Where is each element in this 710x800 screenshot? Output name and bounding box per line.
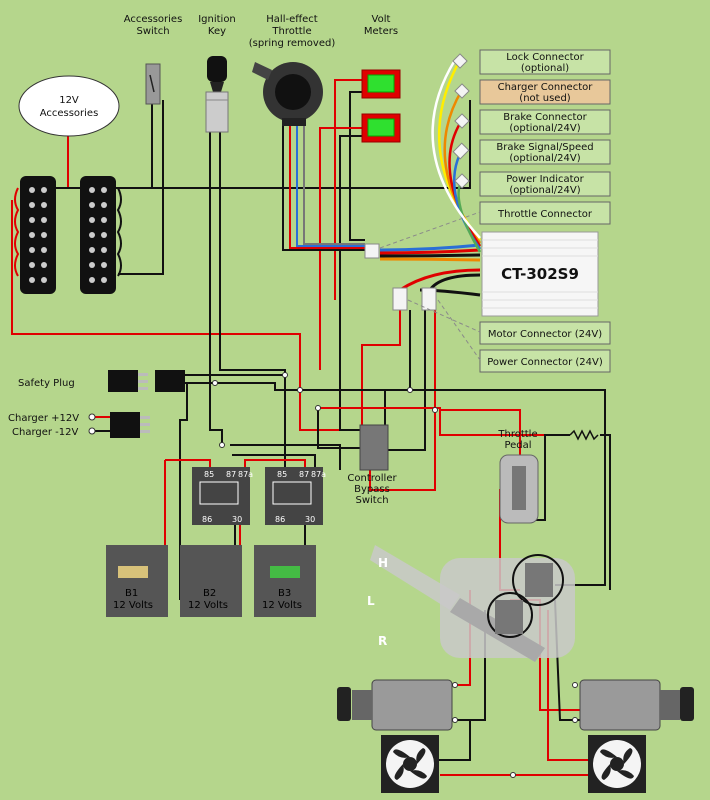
accessories-switch-label-1: Accessories [124, 14, 183, 25]
top-labels: Accessories Switch Ignition Key Hall-eff… [124, 14, 398, 49]
relay-1-pin-87: 87 [226, 470, 236, 479]
leader-lines [379, 211, 481, 361]
ignition-key-label-1: Ignition [198, 14, 236, 25]
charger-pos-label: Charger +12V [8, 413, 79, 424]
safety-plug: Safety Plug [18, 370, 185, 392]
ignition-key-label-2: Key [208, 26, 226, 37]
motor-connector-label: Motor Connector (24V) [488, 329, 602, 340]
throttle-label-1: Hall-effect [266, 14, 318, 25]
terminal-blocks [14, 176, 122, 294]
throttle-pedal-label-1: Throttle [497, 429, 537, 440]
hall-throttle [252, 62, 323, 126]
lock-connector-label-2: (optional) [521, 63, 569, 74]
volt-meters [361, 69, 401, 143]
brake-signal-label-2: (optional/24V) [509, 153, 580, 164]
junction-dots [212, 372, 578, 778]
gear-letter-r: R [378, 634, 387, 648]
throttle-pedal: Throttle Pedal [497, 429, 599, 524]
relay-2-pin-87a: 87a [311, 470, 326, 479]
battery-1-name: B1 [125, 588, 138, 599]
bypass-label-1: Controller [347, 473, 397, 484]
brake-connector-label-1: Brake Connector [503, 112, 587, 123]
charger-connector-label-1: Charger Connector [498, 82, 594, 93]
relay-2-pin-87: 87 [299, 470, 309, 479]
accessories-switch [145, 63, 161, 105]
brake-connector-label-2: (optional/24V) [509, 123, 580, 134]
bypass-label-2: Bypass [354, 484, 390, 495]
lock-connector-label-1: Lock Connector [506, 52, 584, 63]
bypass-label-3: Switch [355, 495, 388, 506]
battery-2-volts: 12 Volts [188, 600, 228, 611]
safety-plug-label: Safety Plug [18, 378, 75, 389]
controller-model: CT-302S9 [501, 265, 579, 283]
gear-shifter: H L R [367, 545, 575, 662]
relay-2: 85 87 87a 86 30 [265, 467, 326, 525]
power-connector-label: Power Connector (24V) [487, 357, 603, 368]
ignition-key [205, 56, 229, 133]
accessories-12v-label-2: Accessories [40, 108, 99, 119]
throttle-label-3: (spring removed) [249, 38, 336, 49]
fans [381, 735, 646, 793]
throttle-pedal-label-2: Pedal [504, 440, 531, 451]
accessories-switch-label-2: Switch [136, 26, 169, 37]
charger-connector-label-2: (not used) [519, 93, 571, 104]
brake-signal-label-1: Brake Signal/Speed [496, 142, 593, 153]
batteries: B1 12 Volts B2 12 Volts B3 12 Volts [106, 545, 316, 617]
power-indicator-label-1: Power Indicator [506, 174, 584, 185]
gear-letter-h: H [378, 556, 388, 570]
battery-1-volts: 12 Volts [113, 600, 153, 611]
relay-2-pin-85: 85 [277, 470, 287, 479]
gear-letter-l: L [367, 594, 375, 608]
volt-meters-label-2: Meters [364, 26, 398, 37]
bypass-switch: Controller Bypass Switch [347, 424, 397, 506]
throttle-label-2: Throttle [271, 26, 311, 37]
power-indicator-label-2: (optional/24V) [509, 185, 580, 196]
battery-3-name: B3 [278, 588, 291, 599]
battery-3-volts: 12 Volts [262, 600, 302, 611]
connector-labels: Lock Connector (optional) Charger Connec… [479, 49, 611, 373]
controller: CT-302S9 [481, 231, 599, 317]
charger-plug: Charger +12V Charger -12V [8, 412, 150, 438]
throttle-connector-label: Throttle Connector [497, 209, 593, 220]
volt-meters-label-1: Volt [372, 14, 391, 25]
charger-neg-label: Charger -12V [12, 427, 79, 438]
relay-1-pin-30: 30 [232, 515, 242, 524]
relay-1: 85 87 87a 86 30 [192, 467, 253, 525]
relay-2-pin-86: 86 [275, 515, 285, 524]
relay-1-pin-87a: 87a [238, 470, 253, 479]
battery-2-name: B2 [203, 588, 216, 599]
accessories-12v-label-1: 12V [59, 95, 79, 106]
motors [337, 679, 694, 731]
accessories-12v: 12V Accessories [18, 75, 120, 137]
connector-plugs [364, 53, 470, 311]
relay-1-pin-85: 85 [204, 470, 214, 479]
wires [11, 59, 611, 776]
relay-2-pin-30: 30 [305, 515, 315, 524]
relay-1-pin-86: 86 [202, 515, 212, 524]
